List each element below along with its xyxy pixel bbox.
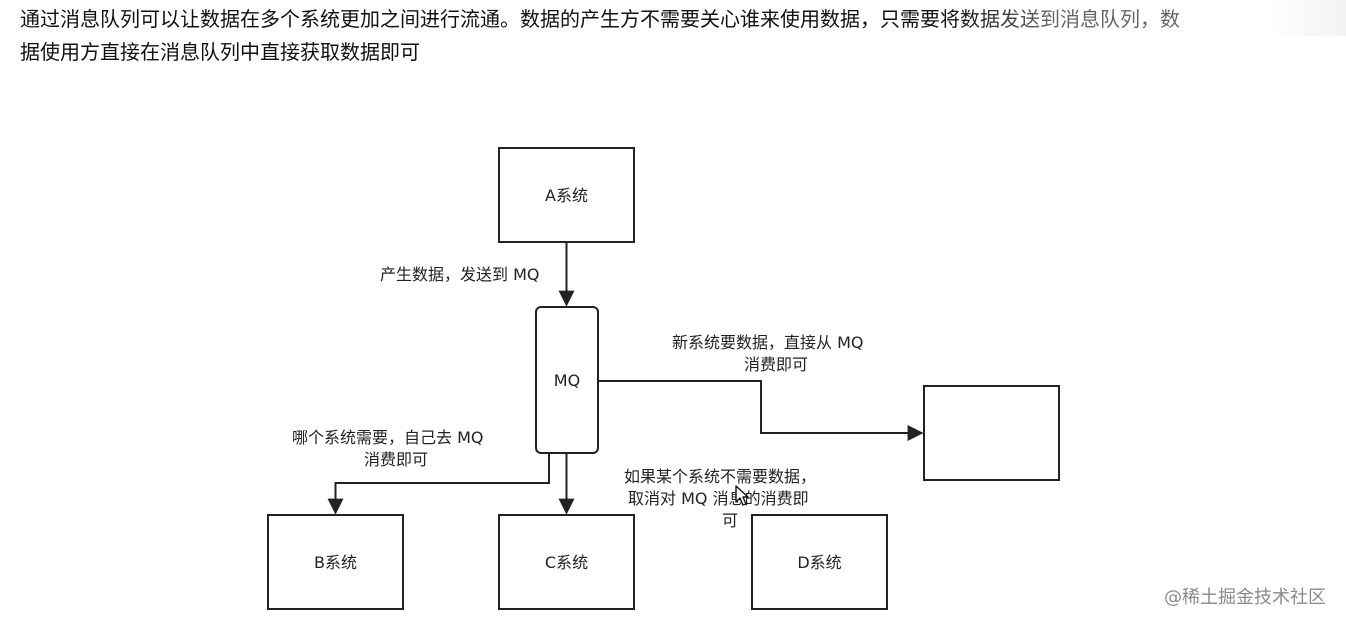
node-mq-label: MQ (554, 371, 580, 390)
node-d-label: D系统 (797, 553, 841, 572)
edge-mq-to-b-label-1: 哪个系统需要，自己去 MQ (292, 428, 484, 447)
intro-line-2: 据使用方直接在消息队列中直接获取数据即可 (20, 40, 420, 64)
mouse-pointer-icon (735, 485, 749, 506)
node-b-label: B系统 (314, 553, 357, 572)
d-note-line-1: 如果某个系统不需要数据， (624, 467, 816, 486)
node-c-system: C系统 (498, 514, 635, 610)
node-b-system: B系统 (267, 514, 404, 610)
edge-a-to-mq-label: 产生数据，发送到 MQ (380, 265, 540, 284)
node-a-system: A系统 (498, 147, 635, 243)
node-mq: MQ (535, 306, 599, 454)
watermark: @稀土掘金技术社区 (1164, 587, 1326, 608)
node-a-label: A系统 (545, 186, 588, 205)
edge-mq-to-new-label-2: 消费即可 (744, 355, 808, 374)
d-note-line-3: 可 (722, 511, 738, 530)
edge-mq-to-new-label-1: 新系统要数据，直接从 MQ (672, 333, 864, 352)
d-note-line-2: 取消对 MQ 消息的消费即 (628, 489, 809, 508)
edge-mq-to-b-label-2: 消费即可 (364, 450, 428, 469)
node-d-system: D系统 (751, 514, 888, 610)
node-new-system (923, 385, 1060, 481)
edge-mq-to-new (598, 380, 924, 441)
edge-mq-to-b (327, 453, 550, 515)
node-c-label: C系统 (545, 553, 588, 572)
